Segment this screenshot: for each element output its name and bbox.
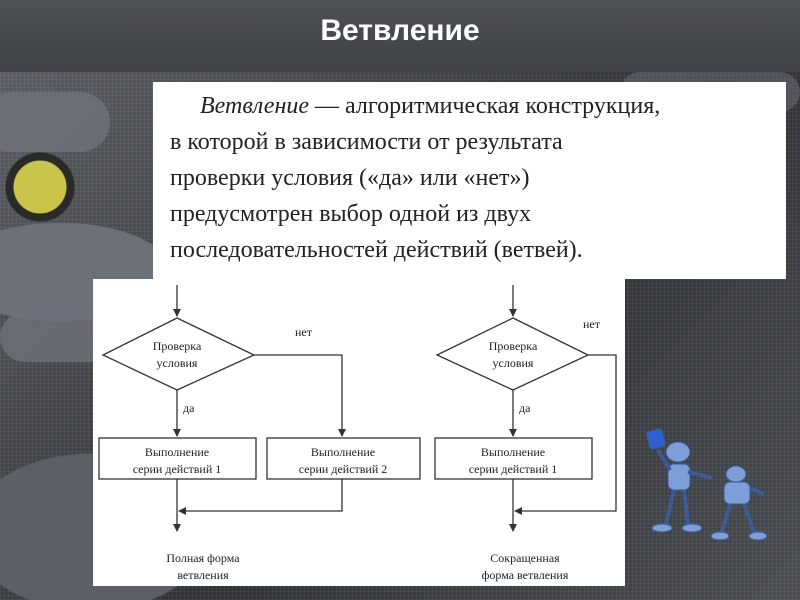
robot-foot <box>651 523 673 533</box>
short-no-label: нет <box>583 317 601 331</box>
robot-head <box>725 465 747 483</box>
definition-text: Ветвление — алгоритмическая конструкция,… <box>170 88 780 268</box>
short-condition-label-line-1: Проверка <box>489 339 538 353</box>
no-label: нет <box>295 325 313 339</box>
short-action-1-line-1: Выполнение <box>481 445 545 459</box>
robot-tall <box>646 428 713 533</box>
slide-header: Ветвление <box>0 0 800 72</box>
robot-foot <box>681 523 703 533</box>
action-box-1 <box>434 437 593 480</box>
robot-small <box>710 465 768 541</box>
robot-arm <box>749 486 765 496</box>
full-form-flowchart <box>98 285 421 532</box>
action-2-line-2: серии действий 2 <box>299 462 388 476</box>
full-form-caption-line-2: ветвления <box>177 568 229 582</box>
paint-can <box>646 428 666 450</box>
short-action-1-line-2: серии действий 1 <box>469 462 558 476</box>
robot-body <box>723 481 751 505</box>
robot-leg <box>720 503 732 533</box>
action-2-line-1: Выполнение <box>311 445 375 459</box>
definition-term: Ветвление <box>200 93 310 119</box>
short-form-flowchart <box>434 285 617 532</box>
robots-illustration <box>646 428 768 541</box>
slide-title: Ветвление <box>320 14 480 47</box>
definition-line-5: последовательностей действий (ветвей). <box>170 237 583 263</box>
definition-line-2: в которой в зависимости от результата <box>170 129 563 155</box>
condition-label-line-2: условия <box>157 356 198 370</box>
action-box-1 <box>98 437 257 480</box>
full-form-caption-line-1: Полная форма <box>166 551 240 565</box>
short-form-caption-line-2: форма ветвления <box>482 568 569 582</box>
robot-foot <box>710 531 730 541</box>
action-1-line-2: серии действий 1 <box>133 462 222 476</box>
condition-label-line-1: Проверка <box>153 339 202 353</box>
definition-line-4: предусмотрен выбор одной из двух <box>170 201 532 227</box>
flowchart-panel: Проверка условия нет да Выполнение серии… <box>93 279 625 586</box>
robot-arm <box>687 470 713 480</box>
robot-head <box>665 441 691 463</box>
condition-diamond <box>435 317 590 391</box>
definition-line-1-rest: — алгоритмическая конструкция, <box>309 93 661 119</box>
yes-label: да <box>183 401 195 415</box>
robot-arm <box>656 448 672 472</box>
flowchart-diagram: Проверка условия нет да Выполнение серии… <box>98 285 617 582</box>
background-shape <box>0 92 110 152</box>
robot-leg <box>664 489 676 525</box>
short-yes-label: да <box>519 401 531 415</box>
definition-box <box>153 82 786 279</box>
definition-line-1: Ветвление — алгоритмическая конструкция, <box>170 88 780 124</box>
definition-line-3: проверки условия («да» или «нет») <box>170 165 530 191</box>
no-arrow <box>254 354 346 437</box>
condition-diamond <box>101 317 256 391</box>
robot-leg <box>682 489 690 525</box>
merge-arrow <box>178 479 343 515</box>
action-1-line-1: Выполнение <box>145 445 209 459</box>
robot-body <box>667 463 691 491</box>
short-form-caption-line-1: Сокращенная <box>490 551 560 565</box>
short-condition-label-line-2: условия <box>493 356 534 370</box>
robot-foot <box>748 531 768 541</box>
action-box-2 <box>266 437 421 480</box>
no-arrow <box>514 354 617 515</box>
robot-leg <box>742 503 756 533</box>
